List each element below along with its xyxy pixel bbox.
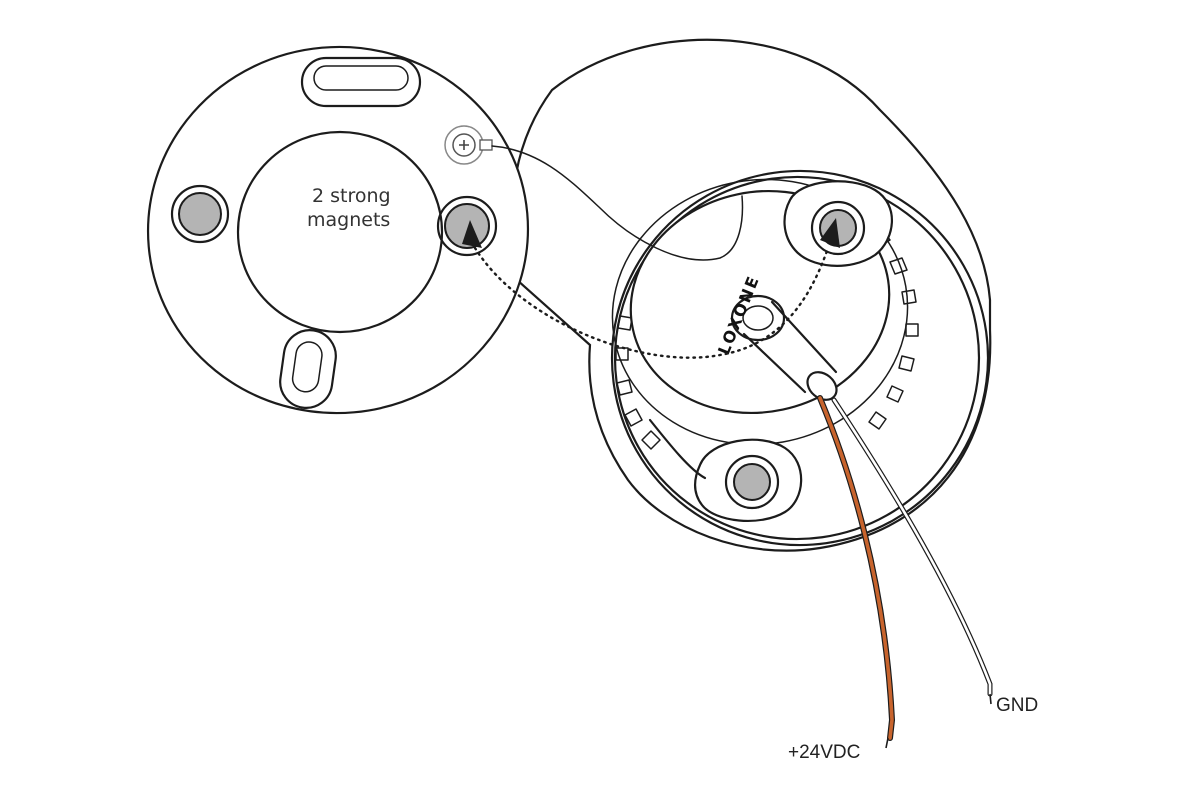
positive-wire-core: [818, 396, 894, 740]
arrow-to-plate-magnet: [462, 220, 482, 248]
front-rim-outer: [610, 169, 990, 547]
magnet-bottom-rim: [724, 454, 780, 510]
ground-wire-end: [989, 693, 992, 705]
ground-wire-label: GND: [996, 695, 1038, 716]
positive-wire-label: +24VDC: [788, 742, 860, 763]
ground-jumper-wire: [491, 145, 744, 261]
plate-magnet-left-rim: [170, 184, 230, 244]
arrow-to-sensor-magnet: [820, 218, 840, 248]
ground-wire-core: [832, 398, 992, 696]
bottom-slot: [279, 329, 337, 409]
plate-magnet-right: [444, 203, 490, 249]
sensor-housing: LOXONE: [511, 38, 992, 552]
plate-outline: [146, 45, 530, 415]
top-slot: [300, 56, 422, 108]
central-recess: [236, 130, 444, 334]
ground-screw: [444, 125, 493, 165]
alignment-path: [473, 246, 830, 359]
magnets-callout-line2: magnets: [307, 209, 390, 231]
mounting-plate: 2 strong magnets: [146, 45, 530, 415]
positive-wire-end: [885, 737, 889, 749]
plate-magnet-left: [178, 192, 222, 236]
alignment-arrows: [462, 218, 840, 359]
magnet-top-rim: [810, 200, 866, 256]
cavity-teeth: [615, 229, 919, 450]
cable-gland: [730, 294, 838, 401]
housing-clip: [648, 418, 707, 480]
plate-magnet-right-rim: [436, 195, 498, 257]
power-wires: [817, 395, 993, 749]
cavity-ring: [611, 178, 909, 446]
magnets-callout-line1: 2 strong: [312, 185, 391, 207]
magnet-bottom: [733, 463, 771, 501]
